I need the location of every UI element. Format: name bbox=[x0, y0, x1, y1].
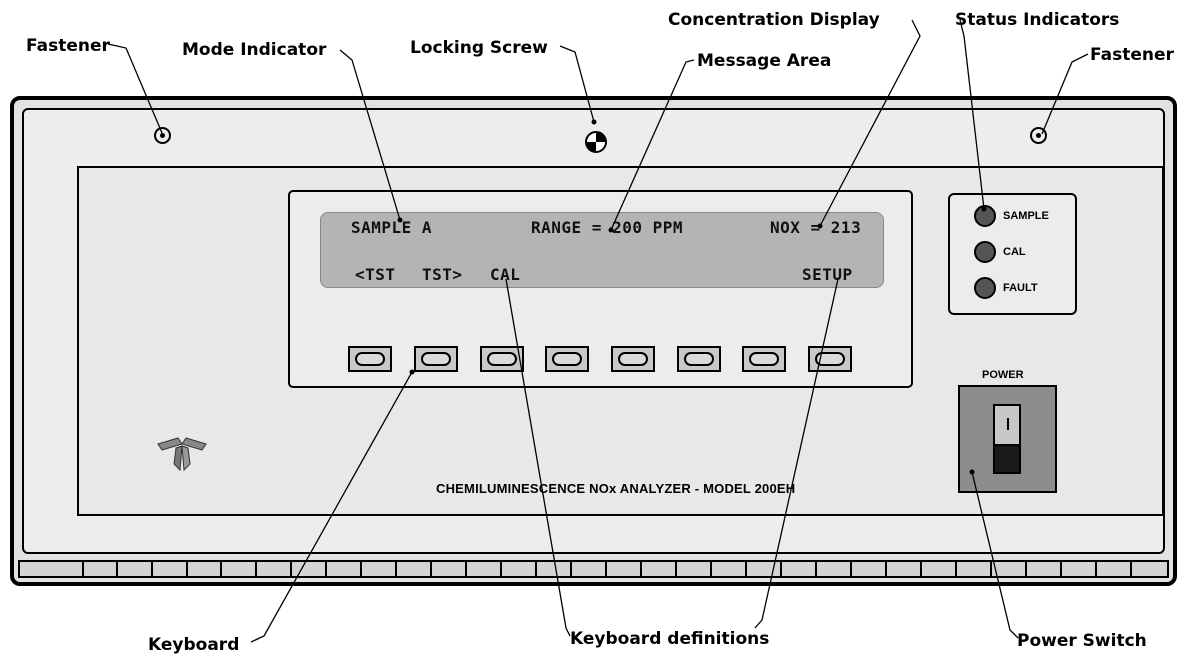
callout-keyboard: Keyboard bbox=[148, 635, 240, 655]
keyboard-key-7[interactable] bbox=[742, 346, 786, 372]
leader-status-indicators bbox=[959, 19, 985, 210]
concentration-text: NOX = 213 bbox=[770, 218, 862, 237]
power-label: POWER bbox=[982, 369, 1024, 381]
callout-status-indicators: Status Indicators bbox=[955, 10, 1120, 30]
leader-concentration-display bbox=[819, 19, 921, 227]
key-def-8: SETUP bbox=[802, 265, 853, 284]
key-def-3: CAL bbox=[490, 265, 521, 284]
callout-locking-screw: Locking Screw bbox=[410, 38, 548, 58]
keyboard-key-3[interactable] bbox=[480, 346, 524, 372]
leader-mode-indicator bbox=[339, 49, 401, 221]
leader-locking-screw bbox=[559, 45, 595, 123]
keyboard-key-1[interactable] bbox=[348, 346, 392, 372]
keyboard-key-5[interactable] bbox=[611, 346, 655, 372]
locking-screw-icon bbox=[585, 131, 607, 153]
fastener-left-icon bbox=[154, 127, 171, 144]
fault-led-label: FAULT bbox=[1003, 282, 1038, 294]
keyboard-key-4[interactable] bbox=[545, 346, 589, 372]
fault-led-icon bbox=[974, 277, 996, 299]
key-def-1: <TST bbox=[355, 265, 396, 284]
leader-keyboard-definitions-2 bbox=[754, 278, 839, 629]
status-indicator-panel bbox=[948, 193, 1077, 315]
leader-keyboard-definitions bbox=[505, 278, 571, 637]
callout-message-area: Message Area bbox=[697, 51, 832, 71]
cal-led-icon bbox=[974, 241, 996, 263]
keyboard-key-8[interactable] bbox=[808, 346, 852, 372]
lcd-display bbox=[320, 212, 884, 288]
key-def-2: TST> bbox=[422, 265, 463, 284]
leader-message-area bbox=[610, 59, 695, 231]
power-switch[interactable] bbox=[993, 404, 1021, 474]
sample-led-label: SAMPLE bbox=[1003, 210, 1049, 222]
callout-fastener-right: Fastener bbox=[1090, 45, 1174, 65]
callout-power-switch: Power Switch bbox=[1017, 631, 1147, 651]
teledyne-logo-icon bbox=[157, 437, 207, 472]
callout-keyboard-definitions: Keyboard definitions bbox=[570, 629, 770, 649]
leader-power-switch bbox=[971, 471, 1019, 639]
leader-fastener-left bbox=[107, 43, 163, 134]
callout-fastener-left: Fastener bbox=[26, 36, 110, 56]
keyboard-key-2[interactable] bbox=[414, 346, 458, 372]
keyboard-key-6[interactable] bbox=[677, 346, 721, 372]
sample-led-icon bbox=[974, 205, 996, 227]
callout-mode-indicator: Mode Indicator bbox=[182, 40, 327, 60]
leader-keyboard bbox=[250, 371, 413, 643]
mode-indicator-text: SAMPLE A bbox=[351, 218, 433, 237]
leader-fastener-right bbox=[1041, 53, 1089, 135]
cal-led-label: CAL bbox=[1003, 246, 1026, 258]
panel-hinge bbox=[18, 560, 1169, 578]
callout-concentration-display: Concentration Display bbox=[668, 10, 880, 30]
model-name-text: CHEMILUMINESCENCE NOx ANALYZER - MODEL 2… bbox=[436, 481, 796, 496]
message-area-text: RANGE = 200 PPM bbox=[531, 218, 683, 237]
